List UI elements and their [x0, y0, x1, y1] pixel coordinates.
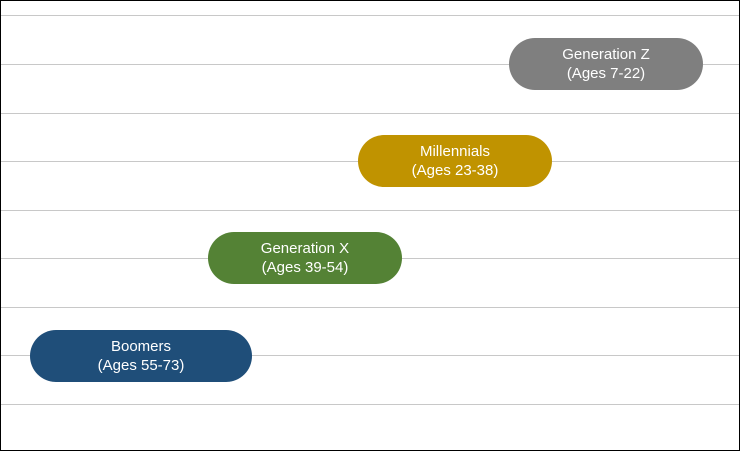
gridline: [1, 64, 739, 65]
generation-x-pill: Generation X (Ages 39-54): [208, 232, 402, 284]
gridline: [1, 404, 739, 405]
generation-z-name: Generation Z: [562, 46, 650, 63]
gridline: [1, 307, 739, 308]
gridline: [1, 210, 739, 211]
gridline: [1, 355, 739, 356]
generation-z-ages: (Ages 7-22): [566, 65, 646, 82]
millennials-pill: Millennials (Ages 23-38): [358, 135, 552, 187]
generation-x-name: Generation X: [260, 240, 350, 257]
generation-z-pill: Generation Z (Ages 7-22): [509, 38, 703, 90]
gridline: [1, 15, 739, 16]
millennials-ages: (Ages 23-38): [411, 162, 499, 179]
millennials-name: Millennials: [419, 143, 491, 160]
boomers-name: Boomers: [110, 338, 172, 355]
gridline: [1, 113, 739, 114]
boomers-ages: (Ages 55-73): [97, 357, 185, 374]
generation-x-ages: (Ages 39-54): [261, 259, 349, 276]
boomers-pill: Boomers (Ages 55-73): [30, 330, 252, 382]
